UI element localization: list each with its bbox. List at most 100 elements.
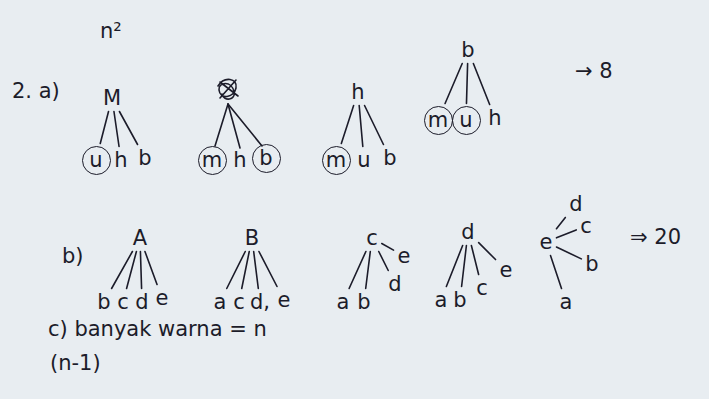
- letter: e: [398, 244, 411, 268]
- letter: h: [488, 106, 501, 130]
- letter: d: [569, 192, 582, 216]
- tree-letter: b: [381, 147, 398, 170]
- tree-branch: [100, 112, 108, 144]
- tree-letter: a: [433, 289, 450, 312]
- letter: c: [117, 290, 129, 314]
- letter: m: [202, 150, 222, 171]
- tree-letter: e: [154, 287, 171, 310]
- tree-letter: c: [231, 291, 247, 314]
- tree-branch: [382, 243, 394, 250]
- letter: B: [245, 226, 259, 250]
- letter: h: [233, 148, 246, 172]
- tree-letter: h: [231, 149, 248, 172]
- letter: a: [435, 288, 448, 312]
- letter: d: [461, 220, 474, 244]
- letter: b: [357, 290, 370, 314]
- tree-letter: A: [131, 227, 149, 250]
- tree-letter: a: [212, 291, 229, 314]
- tree-branch: [479, 243, 496, 260]
- letter: e: [278, 288, 291, 312]
- tree-letter: b: [136, 147, 153, 170]
- letter: c: [476, 276, 488, 300]
- tree-branch: [254, 252, 259, 289]
- tree-branch: [556, 247, 581, 259]
- circled-letter: b: [252, 144, 281, 173]
- letter: b: [97, 290, 110, 314]
- tree-letter: d: [386, 273, 403, 296]
- tree-letter: e: [396, 245, 413, 268]
- letter: h: [114, 148, 127, 172]
- tree-branch: [242, 252, 250, 289]
- tree-letter: b: [459, 39, 476, 62]
- tree-branch: [341, 106, 353, 144]
- letter: m: [428, 110, 448, 131]
- letter: u: [357, 148, 370, 172]
- note-text: n²: [100, 20, 122, 43]
- letter: b: [585, 252, 598, 276]
- letter: c: [580, 214, 592, 238]
- letter: e: [540, 230, 553, 254]
- tree-letter: c: [364, 227, 380, 250]
- tree-branch: [445, 64, 462, 104]
- letter: u: [459, 110, 472, 131]
- letter: h: [351, 80, 364, 104]
- letter: b: [383, 146, 396, 170]
- tree-letter: e: [498, 259, 515, 282]
- letter: M: [103, 86, 121, 110]
- letter: b: [461, 38, 474, 62]
- tree-branch: [556, 218, 565, 229]
- circled-letter: u: [82, 146, 111, 175]
- circled-letter: m: [198, 146, 227, 175]
- letter: c: [233, 290, 245, 314]
- tree-letter: e: [276, 289, 293, 312]
- tree-branch: [365, 106, 384, 145]
- letter: b: [453, 288, 466, 312]
- tree-letter: c: [474, 277, 490, 300]
- letter: d: [135, 290, 148, 314]
- note-text: ⇒ 20: [630, 226, 681, 249]
- tree-branch: [112, 252, 133, 289]
- letter: u: [89, 150, 102, 171]
- tree-branch: [446, 246, 462, 287]
- tree-branch: [114, 112, 119, 147]
- tree-branch: [119, 112, 137, 145]
- note-text: → 8: [575, 60, 613, 83]
- letter: e: [156, 286, 169, 310]
- tree-branch: [471, 246, 478, 275]
- tree-letter: u: [355, 149, 372, 172]
- tree-letter: B: [243, 227, 261, 250]
- note-text: (n-1): [50, 352, 101, 375]
- tree-branch: [359, 106, 363, 147]
- tree-branch: [473, 64, 489, 105]
- letter: a: [214, 290, 227, 314]
- tree-letter: b: [355, 291, 372, 314]
- tree-branch: [140, 252, 141, 289]
- note-text: 2. a): [12, 80, 60, 103]
- circled-letter: u: [452, 106, 481, 135]
- tree-letter: a: [335, 291, 352, 314]
- tree-letter: b: [451, 289, 468, 312]
- tree-letter: d: [133, 291, 150, 314]
- tree-letter: M: [101, 87, 123, 110]
- tree-letter: c: [578, 215, 594, 238]
- letter: d: [388, 272, 401, 296]
- tree-letter: b: [95, 291, 112, 314]
- letter: b: [259, 148, 272, 169]
- tree-branch: [379, 252, 389, 271]
- tree-branch: [127, 252, 137, 289]
- letter: m: [326, 150, 346, 171]
- letter: a: [337, 290, 350, 314]
- tree-branch: [349, 252, 366, 289]
- tree-branch: [466, 64, 467, 104]
- tree-branch: [366, 252, 371, 289]
- tree-branch: [550, 256, 561, 289]
- tree-branch: [259, 252, 277, 287]
- tree-letter: d,: [248, 291, 272, 314]
- tree-letter: h: [112, 149, 129, 172]
- letter: d,: [250, 290, 270, 314]
- tree-branch: [462, 246, 467, 287]
- tree-letter: e: [538, 231, 555, 254]
- tree-letter: d: [567, 193, 584, 216]
- letter: c: [366, 226, 378, 250]
